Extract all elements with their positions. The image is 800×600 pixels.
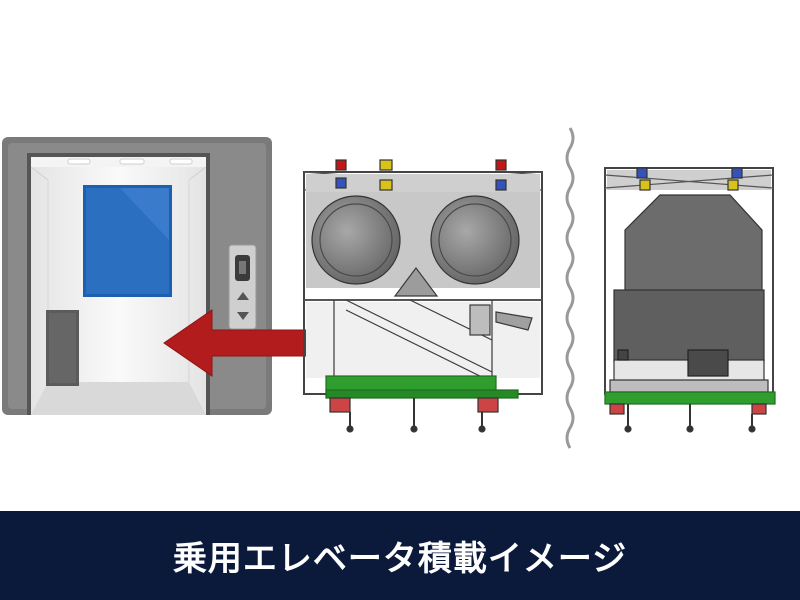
caption-text: 乗用エレベータ積載イメージ [172,539,628,579]
illustration [2,127,776,449]
elevator-car-icon [2,137,272,415]
caption-bar: 乗用エレベータ積載イメージ [0,511,800,600]
cart-side-view-icon [303,159,543,433]
break-line-icon [565,127,575,449]
cart-front-view-icon [604,167,776,433]
